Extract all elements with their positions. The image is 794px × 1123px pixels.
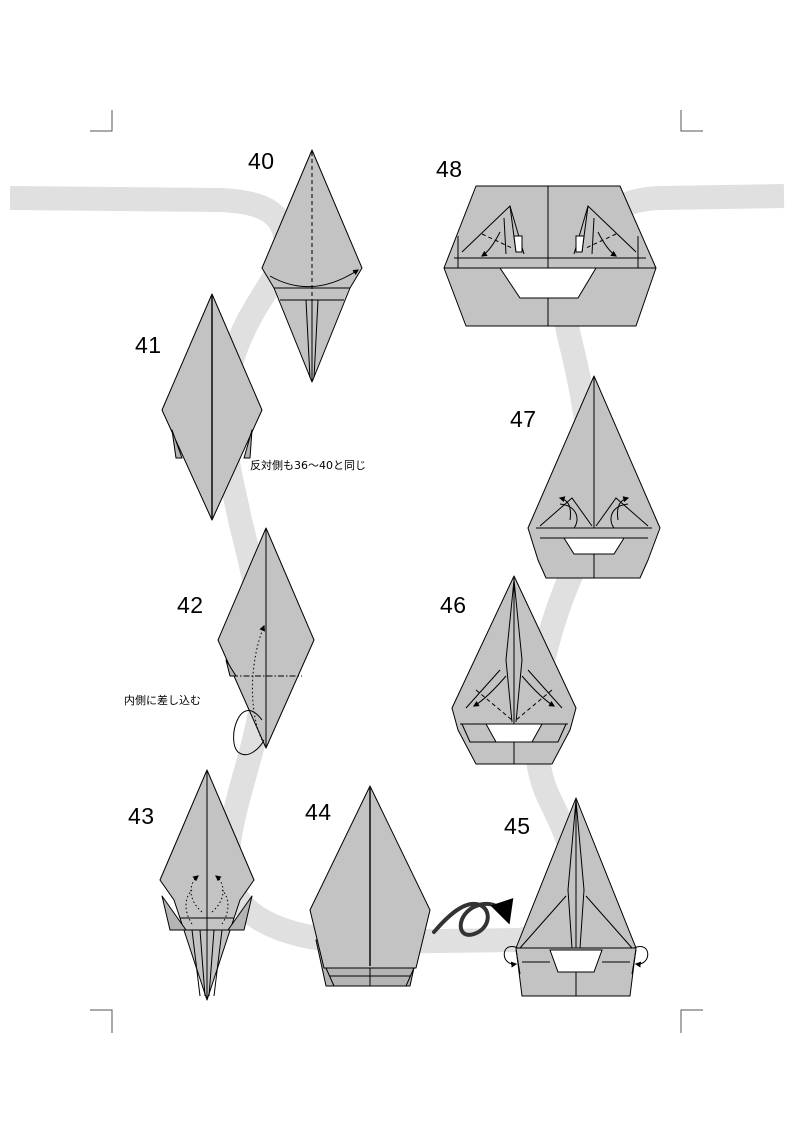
crop-marks: [90, 110, 703, 1033]
step-number-43: 43: [128, 803, 155, 829]
step-43-figure: [159, 769, 255, 1001]
step-number-42: 42: [177, 592, 204, 618]
step-48-figure: [443, 185, 657, 327]
step-number-47: 47: [510, 406, 537, 432]
turn-over-loop-icon: [432, 897, 514, 937]
note-repeat-other-side: 反対側も36～40と同じ: [250, 459, 366, 472]
note-tuck-inside: 内側に差し込む: [124, 694, 201, 707]
step-number-48: 48: [436, 156, 463, 182]
step-44-figure: [309, 785, 431, 987]
step-number-44: 44: [305, 799, 332, 825]
step-45-figure: [503, 797, 649, 997]
step-40-figure: [261, 149, 363, 383]
flow-path-band: [9, 184, 785, 954]
step-number-45: 45: [504, 813, 531, 839]
step-42-figure: [217, 527, 315, 756]
step-47-figure: [527, 375, 661, 579]
step-number-40: 40: [248, 148, 275, 174]
step-46-figure: [451, 575, 577, 765]
step-number-46: 46: [440, 592, 467, 618]
step-41-figure: [161, 293, 263, 521]
step-number-41: 41: [135, 332, 162, 358]
